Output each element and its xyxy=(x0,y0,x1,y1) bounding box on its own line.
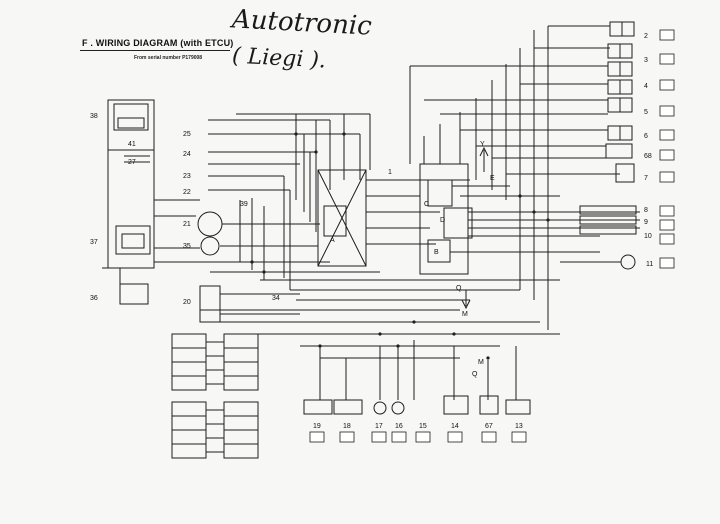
switch-20 xyxy=(199,285,300,323)
component-label: 35 xyxy=(183,243,191,250)
component-label: 21 xyxy=(183,221,191,228)
title-underline xyxy=(80,50,230,51)
arrow-label-q: Q xyxy=(456,285,462,292)
component-label: M xyxy=(478,359,484,366)
component-label: 4 xyxy=(644,83,648,90)
component-label: 25 xyxy=(183,131,191,138)
diagram-title: F . WIRING DIAGRAM (with ETCU) xyxy=(82,38,234,48)
diagram-subtitle: From serial number P179008 xyxy=(134,55,203,61)
component-label: 27 xyxy=(128,159,136,166)
component-label: 20 xyxy=(183,299,191,306)
component-label: 10 xyxy=(644,233,652,240)
component-label: 1 xyxy=(388,169,392,176)
component-label: 11 xyxy=(646,261,653,268)
component-label: 23 xyxy=(183,173,191,180)
component-label: 13 xyxy=(515,423,523,430)
component-label: 22 xyxy=(183,189,191,196)
junction-dots xyxy=(250,132,550,360)
center-block-1 xyxy=(317,169,470,267)
component-label: 68 xyxy=(644,153,652,160)
component-label: D xyxy=(440,217,445,224)
component-label: 16 xyxy=(395,423,403,430)
component-label: A xyxy=(330,237,335,244)
relay-boxes xyxy=(560,21,637,270)
arrow-label-y: Y xyxy=(480,141,485,148)
right-icon-boxes xyxy=(659,29,675,269)
left-switch-rows xyxy=(208,113,371,290)
component-label: 8 xyxy=(644,207,648,214)
component-label: 18 xyxy=(343,423,351,430)
bottom-components xyxy=(303,340,531,415)
component-label: 5 xyxy=(644,109,648,116)
component-label: C xyxy=(424,201,429,208)
component-label: 41 xyxy=(128,141,136,148)
component-label: 67 xyxy=(485,423,493,430)
component-label: 19 xyxy=(313,423,321,430)
component-label: 24 xyxy=(183,151,191,158)
component-label: 3 xyxy=(644,57,648,64)
right-risers xyxy=(409,25,620,330)
component-label: 37 xyxy=(90,239,98,246)
component-label: 17 xyxy=(375,423,383,430)
component-label: E xyxy=(490,175,495,182)
arrows xyxy=(461,146,489,310)
arrow-label-m: M xyxy=(462,311,468,318)
component-label: 34 xyxy=(272,295,280,302)
component-label: 36 xyxy=(90,295,98,302)
fuse-blocks xyxy=(171,333,259,459)
component-label: 6 xyxy=(644,133,648,140)
component-label: 38 xyxy=(90,113,98,120)
component-label: 9 xyxy=(644,219,648,226)
component-label: B xyxy=(434,249,439,256)
bottom-icon-boxes xyxy=(309,431,527,443)
left-panel-38 xyxy=(102,99,210,305)
component-label: 14 xyxy=(451,423,459,430)
trunk-lines xyxy=(200,279,560,359)
component-label: Q xyxy=(472,371,478,378)
component-label: 7 xyxy=(644,175,648,182)
component-label: 15 xyxy=(419,423,427,430)
component-label: 39 xyxy=(240,201,248,208)
component-label: 2 xyxy=(644,33,648,40)
switch-21-35 xyxy=(197,198,380,280)
